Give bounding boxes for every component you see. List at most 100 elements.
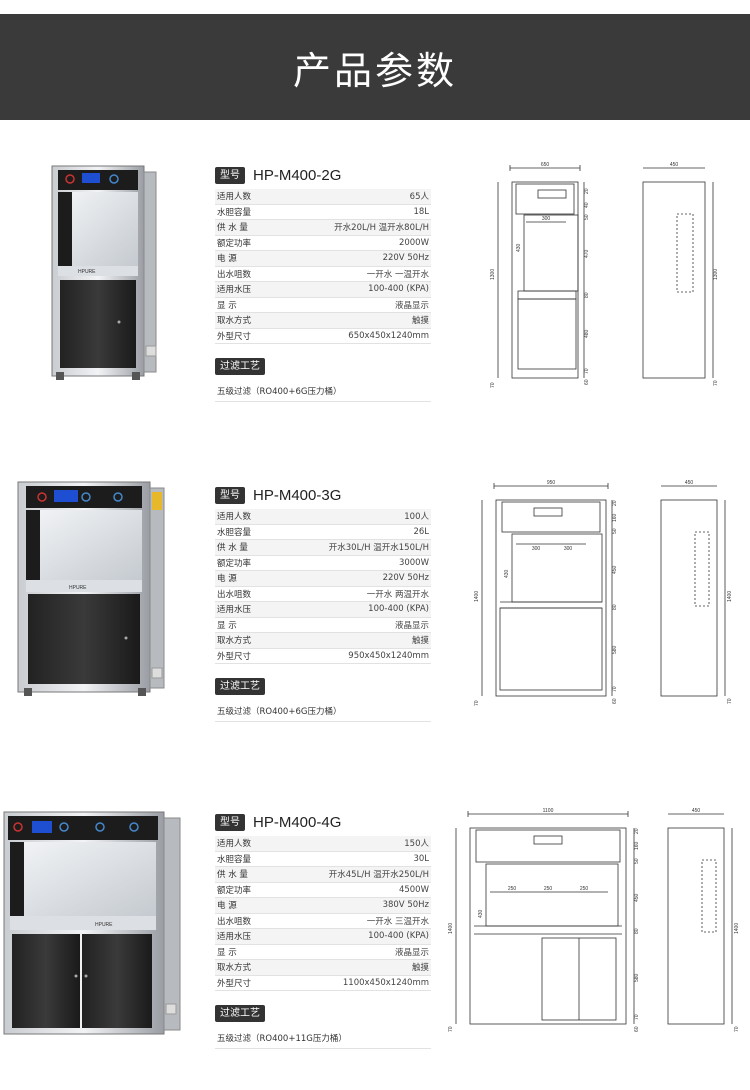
filter-text-1: 五级过滤（RO400+6G压力桶） <box>215 381 431 402</box>
spec-key: 额定功率 <box>215 555 273 571</box>
spec-value: 26L <box>272 524 431 540</box>
spec-value: 一开水 两温开水 <box>272 586 431 602</box>
page-title: 产品参数 <box>292 48 457 93</box>
dim-spacing-1: 300 <box>542 216 551 222</box>
side-drawing-3: 450 1400 70 <box>667 808 740 1032</box>
filter-tag-1: 过滤工艺 <box>215 358 265 375</box>
spec-key: 水胆容量 <box>215 524 273 540</box>
spec-value: 触摸 <box>272 632 431 649</box>
dim-side: 450 <box>634 893 640 902</box>
spec-key: 适用人数 <box>215 836 273 852</box>
spec-value: 液晶显示 <box>275 297 431 313</box>
dim-spacing: 300 <box>564 546 573 552</box>
dim-spacing: 250 <box>544 886 553 892</box>
spec-key: 适用水压 <box>215 281 275 298</box>
dim-side: 40 <box>584 202 590 208</box>
dim-side: 20 <box>634 828 640 834</box>
spec-key: 额定功率 <box>215 235 275 251</box>
filter-tag-3: 过滤工艺 <box>215 1005 265 1022</box>
side-drawing-1: 450 1300 70 <box>642 162 719 386</box>
dim-width-2: 950 <box>547 480 556 486</box>
model-tag-3: 型号 <box>215 813 245 831</box>
dim-side: 480 <box>584 329 590 338</box>
dim-foot-side-1: 70 <box>713 380 719 386</box>
spec-key: 显 示 <box>215 297 275 313</box>
dim-side: 60 <box>584 379 590 385</box>
dim-foot-side-3: 70 <box>734 1026 740 1032</box>
spec-value: 1100x450x1240mm <box>272 975 431 991</box>
dim-foot-3: 70 <box>448 1026 454 1032</box>
spec-key: 取水方式 <box>215 959 273 976</box>
spec-key: 外型尺寸 <box>215 975 273 991</box>
dim-side: 580 <box>612 645 618 654</box>
product-photo-3: HPURE <box>3 811 181 1035</box>
dim-height-3: 1400 <box>448 923 454 934</box>
spec-value: 开水45L/H 温开水250L/H <box>272 866 431 883</box>
brand-label-3: HPURE <box>95 922 113 928</box>
dim-side: 60 <box>634 1026 640 1032</box>
dim-foot-2: 70 <box>474 700 480 706</box>
brand-label-2: HPURE <box>69 585 87 591</box>
spec-value: 380V 50Hz <box>272 897 431 914</box>
filter-text-3: 五级过滤（RO400+11G压力桶） <box>215 1028 431 1049</box>
spec-value: 液晶显示 <box>272 617 431 633</box>
dim-side: 70 <box>634 1014 640 1020</box>
filter-tag-2: 过滤工艺 <box>215 678 265 695</box>
spec-key: 适用人数 <box>215 189 275 205</box>
dim-side: 70 <box>584 368 590 374</box>
spec-key: 供 水 量 <box>215 866 273 883</box>
dim-spacing: 250 <box>508 886 517 892</box>
dim-side: 450 <box>612 565 618 574</box>
spec-value: 18L <box>275 204 431 220</box>
spec-value: 4500W <box>272 882 431 898</box>
spec-value: 100-400 (KPA) <box>272 601 431 618</box>
spec-key: 显 示 <box>215 617 273 633</box>
dim-foot-1: 70 <box>490 382 496 388</box>
dim-side: 160 <box>612 513 618 522</box>
spec-key: 适用水压 <box>215 928 273 945</box>
dim-side: 20 <box>584 188 590 194</box>
spec-key: 供 水 量 <box>215 219 275 236</box>
dim-side: 470 <box>584 249 590 258</box>
brand-label-1: HPURE <box>78 269 96 275</box>
spec-value: 100人 <box>272 509 431 525</box>
spec-key: 电 源 <box>215 897 273 914</box>
spec-value: 触摸 <box>275 312 431 329</box>
dim-side: 20 <box>612 500 618 506</box>
product-photo-2: HPURE <box>17 481 165 696</box>
dim-depth-3: 450 <box>692 808 701 814</box>
dim-side: 580 <box>634 973 640 982</box>
spec-key: 水胆容量 <box>215 851 273 867</box>
spec-key: 电 源 <box>215 570 273 587</box>
dim-spacing: 300 <box>532 546 541 552</box>
dim-left-1: 430 <box>516 243 522 252</box>
spec-value: 150人 <box>272 836 431 852</box>
dim-side: 160 <box>634 841 640 850</box>
side-drawing-2: 450 1400 70 <box>660 480 733 704</box>
spec-key: 额定功率 <box>215 882 273 898</box>
dim-foot-side-2: 70 <box>727 698 733 704</box>
dim-side: 70 <box>612 686 618 692</box>
dim-width-1: 650 <box>541 162 550 168</box>
spec-key: 取水方式 <box>215 312 275 329</box>
spec-value: 30L <box>272 851 431 867</box>
dim-left-2: 430 <box>504 569 510 578</box>
spec-value: 触摸 <box>272 959 431 976</box>
spec-value: 一开水 三温开水 <box>272 913 431 929</box>
spec-key: 出水咀数 <box>215 586 273 602</box>
dim-depth-2: 450 <box>685 480 694 486</box>
dim-side: 50 <box>634 858 640 864</box>
spec-key: 水胆容量 <box>215 204 275 220</box>
spec-key: 适用人数 <box>215 509 273 525</box>
dim-side: 50 <box>612 528 618 534</box>
page-header: 产品参数 <box>0 14 750 120</box>
spec-value: 2000W <box>275 235 431 251</box>
dim-side: 80 <box>612 604 618 610</box>
dim-side: 50 <box>584 214 590 220</box>
